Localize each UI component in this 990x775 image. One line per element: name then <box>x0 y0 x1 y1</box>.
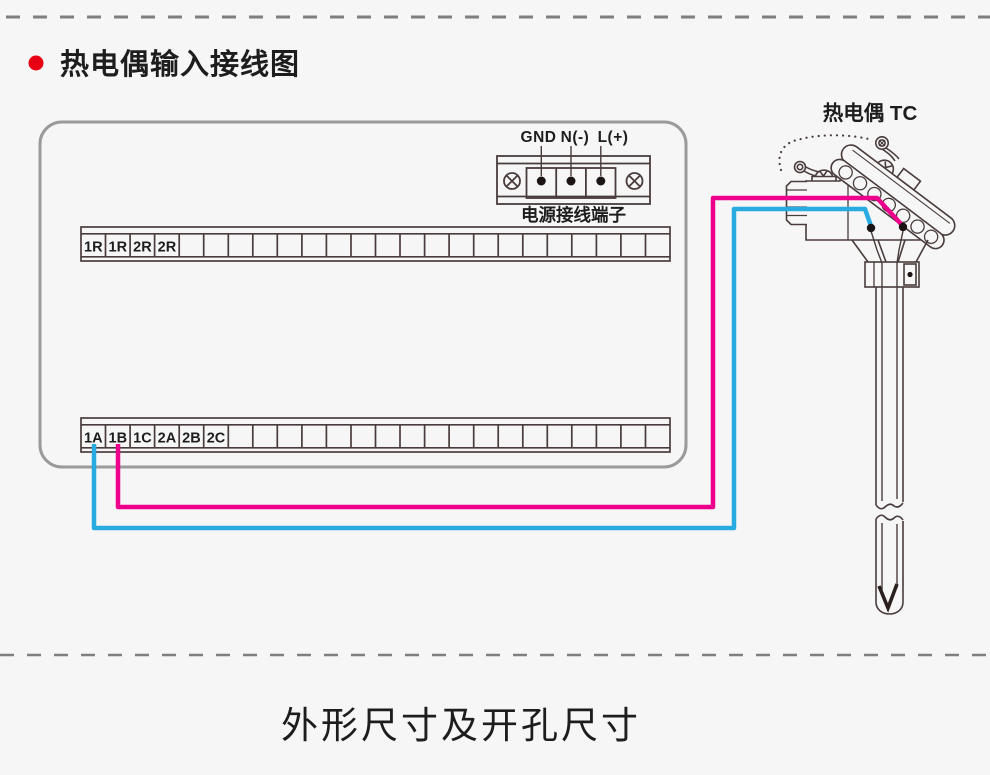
terminal-cell-label: 2C <box>207 431 226 447</box>
cap-thread-skirt <box>830 158 945 250</box>
bullet-icon <box>28 55 44 71</box>
cap-screw-bail <box>881 147 900 162</box>
terminal-cell-label: 2R <box>133 240 152 256</box>
screw-cross-icon <box>505 174 519 188</box>
section-title: 热电偶输入接线图 <box>60 47 300 81</box>
power-label-leaders <box>540 146 602 176</box>
cap-top-bar-line <box>852 149 951 224</box>
footer-section-title: 外形尺寸及开孔尺寸 <box>281 705 641 746</box>
top-strip-dividers <box>104 233 647 257</box>
power-label-live: L(+) <box>598 129 629 146</box>
section-header: 热电偶输入接线图 <box>28 47 300 81</box>
bottom-strip-outline <box>80 417 671 453</box>
power-label-gnd: GND <box>521 129 557 146</box>
chain-screw-icon <box>796 163 804 171</box>
power-cell-dividers <box>555 168 587 198</box>
screw-icon <box>503 172 521 190</box>
terminal-cell-label: 1A <box>84 431 103 447</box>
wire-negative-cyan <box>91 206 874 531</box>
tc-leads <box>870 230 904 590</box>
head-terminal-dot <box>866 223 876 233</box>
head-terminal-dot <box>898 222 908 232</box>
terminal-cell-label: 2R <box>158 240 177 256</box>
terminal-cell-label: 1R <box>84 240 103 256</box>
terminal-cell-label: 1R <box>109 240 128 256</box>
top-terminal-strip: 1R 1R 2R 2R <box>80 226 671 262</box>
power-terminal-caption: 电源接线端子 <box>521 205 626 225</box>
power-label-neutral: N(-) <box>561 129 590 146</box>
bottom-strip-dividers <box>104 424 647 448</box>
terminal-cell-label: 1B <box>109 431 128 447</box>
cap-screw-icon <box>878 139 886 147</box>
power-pin-live <box>596 176 606 186</box>
terminal-cell-label: 2A <box>158 431 177 447</box>
tc-cap <box>830 144 956 250</box>
cable-gland <box>785 180 807 226</box>
power-block-outline <box>496 155 651 205</box>
power-terminal-block: GND N(-) L(+) 电源接线端子 <box>496 129 651 225</box>
chain-screw-icon <box>793 160 807 174</box>
cap-dome-screw-icon <box>877 159 895 175</box>
screw-cross-icon <box>628 174 641 188</box>
bottom-terminal-strip: 1A 1B 1C 2A 2B 2C <box>80 417 671 453</box>
head-terminal-dots <box>866 222 908 233</box>
thermocouple-label: 热电偶 TC <box>823 101 918 125</box>
instrument-panel-outline <box>38 120 688 469</box>
tc-probe-tube <box>875 287 904 615</box>
tube-break-upper <box>875 502 904 510</box>
dome-screw-icon <box>814 169 834 178</box>
tc-mount-screw-plate <box>903 263 917 286</box>
terminal-cell-label: 2B <box>182 431 201 447</box>
top-strip-outline <box>80 226 671 262</box>
power-pin-neutral <box>566 176 576 186</box>
thermocouple-drawing: 热电偶 TC <box>778 101 956 615</box>
tube-break-lower <box>875 514 904 521</box>
cap-screw-cross-icon <box>878 139 886 147</box>
power-pin-gnd <box>536 176 546 186</box>
tc-mount-screw-dot <box>907 271 913 278</box>
terminal-cell-label: 1C <box>133 431 152 447</box>
power-block-bands <box>497 162 650 198</box>
cap-chain-icon <box>778 134 874 172</box>
screw-icon <box>625 172 644 190</box>
tc-neck <box>851 239 929 263</box>
wire-positive-pink <box>115 195 904 510</box>
tc-junction-v-icon <box>877 583 899 613</box>
signal-wires <box>91 195 904 531</box>
